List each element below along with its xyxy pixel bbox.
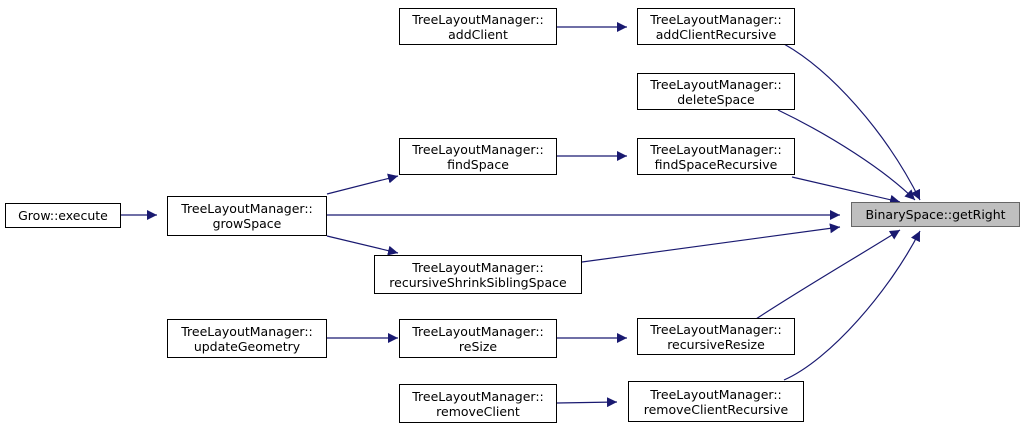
node-label-method: growSpace [212, 216, 282, 231]
node-label-method: deleteSpace [677, 91, 755, 107]
node-label-class: TreeLayoutManager:: [650, 141, 782, 157]
node-deletespace[interactable]: TreeLayoutManager:: deleteSpace [637, 73, 795, 110]
node-label-method: addClient [448, 26, 508, 42]
node-updategeometry[interactable]: TreeLayoutManager:: updateGeometry [167, 319, 327, 358]
node-recursiveshrinksiblingspace[interactable]: TreeLayoutManager:: recursiveShrinkSibli… [374, 255, 582, 294]
node-label-class: TreeLayoutManager:: [650, 11, 782, 27]
node-label-class: TreeLayoutManager:: [412, 388, 544, 404]
node-addclient[interactable]: TreeLayoutManager:: addClient [399, 8, 557, 45]
edge-shrink-to-getright [581, 223, 841, 263]
node-grow-execute[interactable]: Grow::execute [5, 203, 121, 228]
node-binaryspace-getright: BinarySpace::getRight [851, 202, 1020, 227]
edge-growspace-to-findspace [326, 173, 399, 195]
node-label-class: TreeLayoutManager:: [412, 323, 544, 339]
node-findspacerecursive[interactable]: TreeLayoutManager:: findSpaceRecursive [637, 138, 795, 175]
node-recursiveresize[interactable]: TreeLayoutManager:: recursiveResize [637, 318, 795, 355]
node-label-class: TreeLayoutManager:: [650, 321, 782, 337]
edge-removeclient-to-removeclientrecursive [556, 397, 618, 408]
node-label-class: TreeLayoutManager:: [412, 11, 544, 27]
node-removeclientrecursive[interactable]: TreeLayoutManager:: removeClientRecursiv… [628, 381, 804, 422]
node-label-class: TreeLayoutManager:: [650, 76, 782, 92]
node-label-class: TreeLayoutManager:: [650, 386, 782, 402]
edge-recursiveresize-to-getright [755, 229, 901, 320]
node-label: BinarySpace::getRight [865, 207, 1006, 222]
node-label-class: TreeLayoutManager:: [181, 323, 313, 339]
node-label-method: updateGeometry [193, 338, 301, 354]
node-resize[interactable]: TreeLayoutManager:: reSize [399, 319, 557, 358]
node-label-method: findSpace [447, 156, 509, 172]
edge-addclientrecursive-to-getright [783, 43, 921, 201]
node-label-method: recursiveResize [667, 336, 765, 352]
node-label-class: TreeLayoutManager:: [412, 141, 544, 157]
node-growspace[interactable]: TreeLayoutManager:: growSpace [167, 196, 327, 236]
node-label-method: findSpaceRecursive [654, 156, 778, 172]
node-label-class: TreeLayoutManager:: [412, 259, 544, 275]
node-removeclient[interactable]: TreeLayoutManager:: removeClient [399, 384, 557, 423]
node-addclientrecursive[interactable]: TreeLayoutManager:: addClientRecursive [637, 8, 795, 45]
node-label-method: recursiveShrinkSiblingSpace [389, 274, 567, 290]
edge-removeclientrecursive-to-getright [783, 230, 921, 381]
edge-deletespace-to-getright [777, 109, 916, 201]
node-label-method: addClientRecursive [655, 26, 777, 42]
node-findspace[interactable]: TreeLayoutManager:: findSpace [399, 138, 557, 175]
edge-growspace-to-shrink [326, 235, 399, 256]
node-label-method: removeClientRecursive [643, 401, 789, 417]
node-label: Grow::execute [18, 208, 108, 223]
node-label-method: reSize [458, 338, 498, 354]
edge-findspacerecursive-to-getright [791, 176, 901, 205]
node-label-class: TreeLayoutManager:: [181, 201, 313, 216]
node-label-method: removeClient [436, 403, 520, 419]
